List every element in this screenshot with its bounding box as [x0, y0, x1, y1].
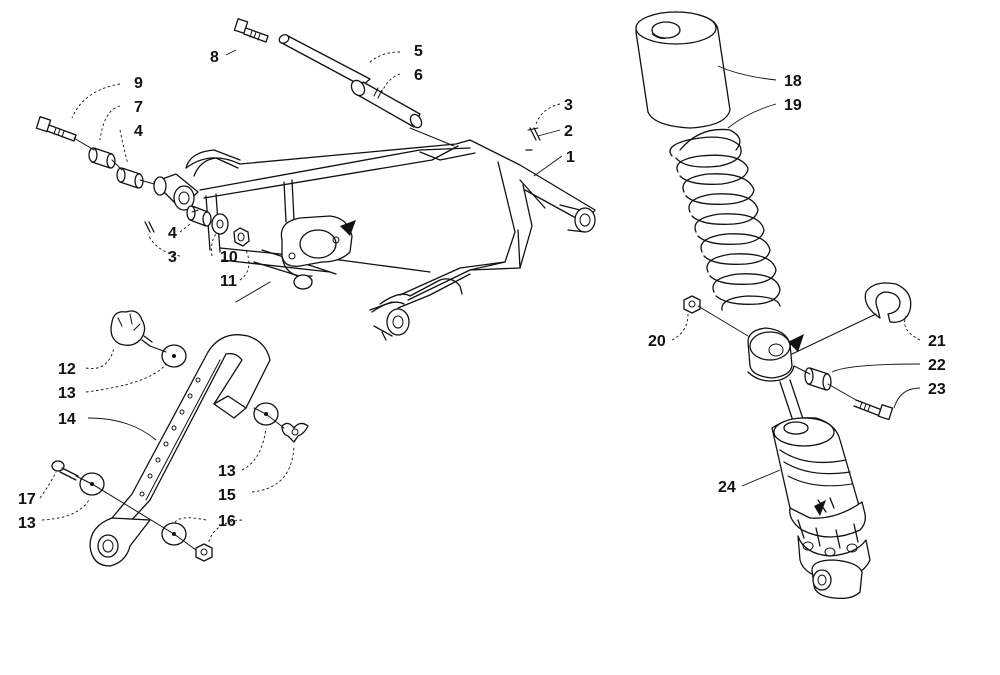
callout-2: 2 [564, 123, 573, 140]
part-1-swing-arm-frame[interactable] [144, 127, 596, 341]
part-20-nut[interactable] [683, 295, 701, 314]
callout-14: 14 [58, 411, 76, 428]
callout-22: 22 [928, 357, 946, 374]
part-18-boot[interactable] [635, 11, 731, 129]
callout-4-top: 4 [134, 123, 143, 140]
part-19-coil-spring[interactable] [669, 128, 781, 311]
callout-4-lower: 4 [168, 225, 177, 242]
part-10-washer[interactable] [211, 213, 229, 235]
callout-20: 20 [648, 333, 666, 350]
callout-5: 5 [414, 43, 423, 60]
callout-17: 17 [18, 491, 36, 508]
leader-lines [39, 49, 921, 545]
part-4-bushing-upper[interactable] [116, 167, 144, 189]
callout-10: 10 [220, 249, 238, 266]
part-23-bolt[interactable] [853, 399, 894, 421]
callout-13-a: 13 [58, 385, 76, 402]
part-14-strap[interactable] [89, 334, 271, 567]
callout-13-c: 13 [18, 515, 36, 532]
part-17-bolt[interactable] [51, 460, 79, 481]
callout-13-b: 13 [218, 463, 236, 480]
callout-19: 19 [784, 97, 802, 114]
callout-12: 12 [58, 361, 76, 378]
part-9-bolt[interactable] [35, 116, 77, 142]
part-22-sleeve[interactable] [804, 367, 832, 391]
callout-3-left: 3 [168, 249, 177, 266]
part-13-washer-a[interactable] [161, 344, 187, 368]
callout-7: 7 [134, 99, 143, 116]
callout-23: 23 [928, 381, 946, 398]
callout-11: 11 [220, 273, 237, 290]
callout-labels: 1 2 3 3 4 4 5 6 7 8 9 10 11 12 13 13 13 … [18, 43, 946, 532]
part-12-knob[interactable] [110, 310, 153, 347]
callout-8: 8 [210, 49, 219, 66]
part-11-nut[interactable] [233, 227, 250, 247]
callout-21: 21 [928, 333, 946, 350]
callout-1: 1 [566, 149, 575, 166]
callout-18: 18 [784, 73, 802, 90]
callout-15: 15 [218, 487, 236, 504]
part-5-6-pivot-shaft[interactable] [278, 33, 424, 130]
callout-6: 6 [414, 67, 423, 84]
callout-24: 24 [718, 479, 736, 496]
part-16-nut[interactable] [195, 543, 213, 562]
callout-16: 16 [218, 513, 236, 530]
callout-9: 9 [134, 75, 143, 92]
part-8-bolt[interactable] [233, 18, 269, 43]
part-15-wing-nut[interactable] [281, 422, 309, 443]
part-24-shock-absorber[interactable] [747, 327, 871, 600]
callout-3-top: 3 [564, 97, 573, 114]
part-21-clip[interactable] [864, 282, 912, 323]
part-7-sleeve[interactable] [88, 147, 116, 169]
